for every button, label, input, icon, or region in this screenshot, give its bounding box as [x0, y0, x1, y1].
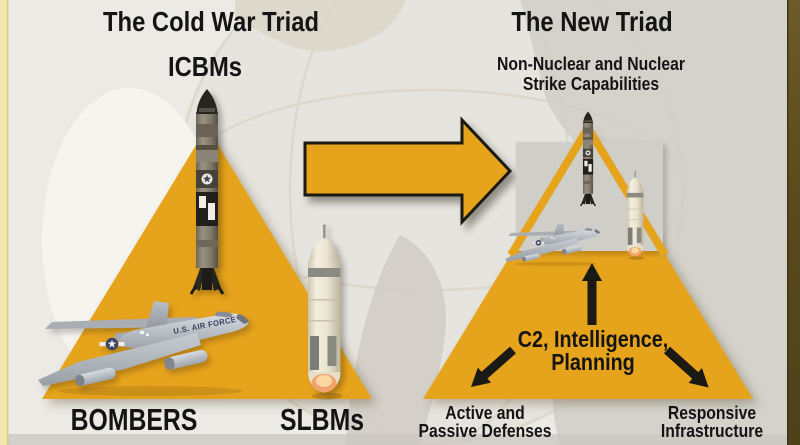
new-triad-title: The New Triad: [511, 7, 782, 37]
down-left-arrow-icon: [470, 346, 516, 388]
landmass-north: [235, 0, 405, 52]
infrastructure-line-2: Infrastructure: [660, 419, 764, 441]
active-passive-defenses-label: Active and Passive Defenses: [419, 404, 641, 439]
down-right-arrow-icon: [663, 346, 709, 388]
right-arrow-icon: [303, 116, 513, 226]
left-edge-strip-border: [7, 0, 9, 445]
usaf-marking-label: U.S. AIR FORCE: [173, 315, 272, 336]
c2-line-2: Planning: [551, 348, 635, 375]
cold-war-title-text: The Cold War Triad: [103, 6, 319, 37]
c2-line-1: C2, Intelligence,: [517, 326, 669, 352]
slbms-label-text: SLBMs: [279, 402, 365, 437]
responsive-infrastructure-label: Responsive Infrastructure: [661, 404, 800, 439]
infrastructure-line-1: Responsive: [667, 402, 757, 423]
strike-capabilities-label: Non-Nuclear and Nuclear Strike Capabilit…: [497, 54, 800, 94]
bombers-label-text: BOMBERS: [70, 402, 198, 437]
new-triad-group: [423, 110, 753, 399]
slbms-label: SLBMs: [280, 403, 427, 437]
new-triad-title-text: The New Triad: [511, 6, 673, 37]
landmass-south: [345, 235, 446, 445]
defenses-line-1: Active and: [445, 402, 525, 423]
c2-intelligence-planning-label: C2, Intelligence, Planning: [518, 328, 768, 373]
strike-line-2: Strike Capabilities: [522, 73, 660, 94]
cold-war-title: The Cold War Triad: [103, 7, 465, 37]
icbms-label: ICBMs: [168, 52, 292, 82]
bombers-label: BOMBERS: [71, 403, 292, 437]
bottom-map-band: [0, 434, 800, 445]
icbms-label-text: ICBMs: [167, 51, 243, 82]
right-edge-strip-border: [787, 0, 789, 445]
defenses-line-2: Passive Defenses: [418, 419, 552, 441]
strike-line-1: Non-Nuclear and Nuclear: [497, 53, 685, 74]
left-edge-strip: [0, 0, 7, 445]
up-arrow-icon: [582, 263, 602, 325]
right-edge-strip: [787, 0, 800, 445]
